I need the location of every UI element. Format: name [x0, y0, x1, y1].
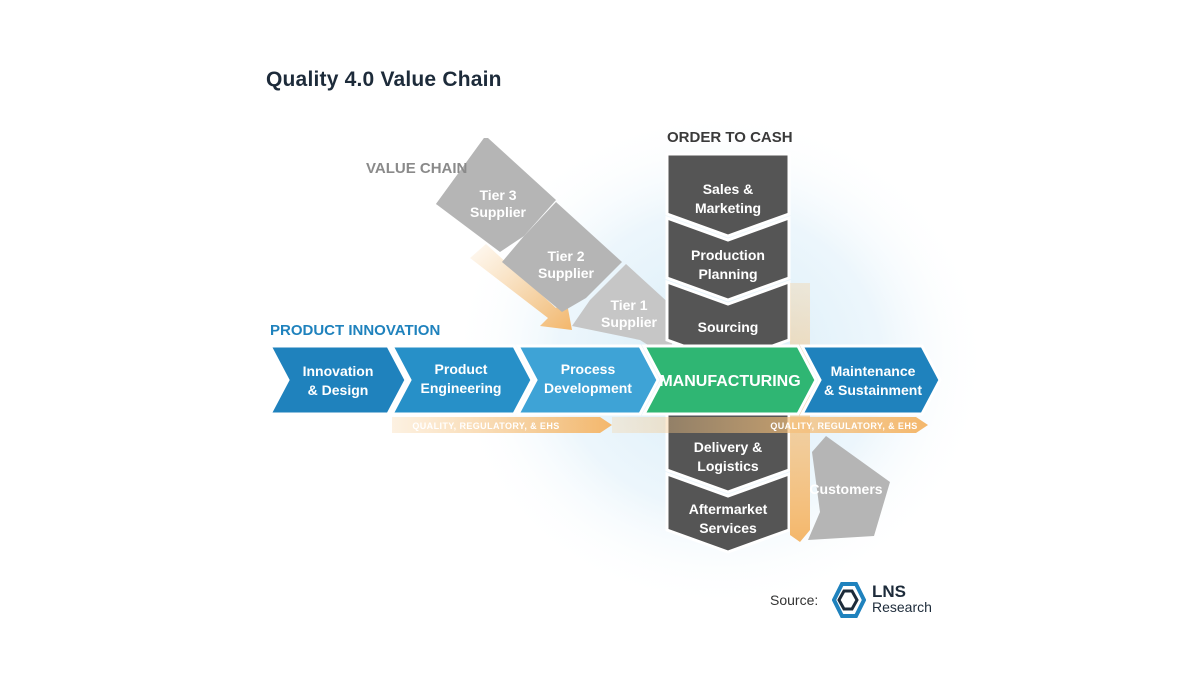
supplier-tier-3-front [436, 138, 556, 252]
maintenance-shape [799, 344, 942, 416]
customers-shape [808, 436, 890, 540]
supplier-tier-1 [572, 264, 672, 350]
supplier-chevrons [436, 138, 672, 350]
quality-label-left: QUALITY, REGULATORY, & EHS [412, 421, 559, 431]
lns-logo-icon [832, 582, 866, 618]
manufacturing-text: MANUFACTURING [659, 373, 800, 390]
otc-sales-text: Sales &Marketing [695, 181, 761, 216]
order-to-cash-label: ORDER TO CASH [667, 129, 793, 146]
otc-step-aftermarket [665, 471, 791, 554]
otc-delivery-text: Delivery &Logistics [694, 439, 762, 474]
otc-step-sales [665, 152, 791, 238]
source-attribution: Source: LNS Research [770, 582, 950, 622]
manufacturing-shape [641, 344, 818, 416]
pi-step-process [515, 344, 660, 416]
otc-step-planning [665, 215, 791, 302]
customers-text: Customers [809, 481, 882, 497]
pi-innovation-text: Innovation& Design [303, 363, 374, 398]
page-title: Quality 4.0 Value Chain [266, 68, 502, 91]
lns-brand-sub: Research [872, 599, 932, 615]
source-label: Source: [770, 592, 819, 608]
quality-bar-right [612, 417, 928, 433]
quality-label-right: QUALITY, REGULATORY, & EHS [770, 421, 917, 431]
supplier-tier-2 [502, 202, 622, 312]
pi-step-engineering [389, 344, 534, 416]
lns-brand: LNS [872, 582, 906, 601]
pi-step-innovation [267, 344, 408, 416]
product-innovation-label: PRODUCT INNOVATION [270, 322, 440, 339]
otc-sourcing-text: Sourcing [698, 319, 759, 335]
maintenance-text: Maintenance& Sustainment [824, 363, 922, 398]
otc-step-sourcing [665, 279, 791, 364]
supplier-quality-arrow [470, 244, 572, 330]
product-innovation-row [267, 344, 942, 416]
quality-bar-left [392, 417, 612, 433]
value-chain-label: VALUE CHAIN [366, 160, 467, 177]
